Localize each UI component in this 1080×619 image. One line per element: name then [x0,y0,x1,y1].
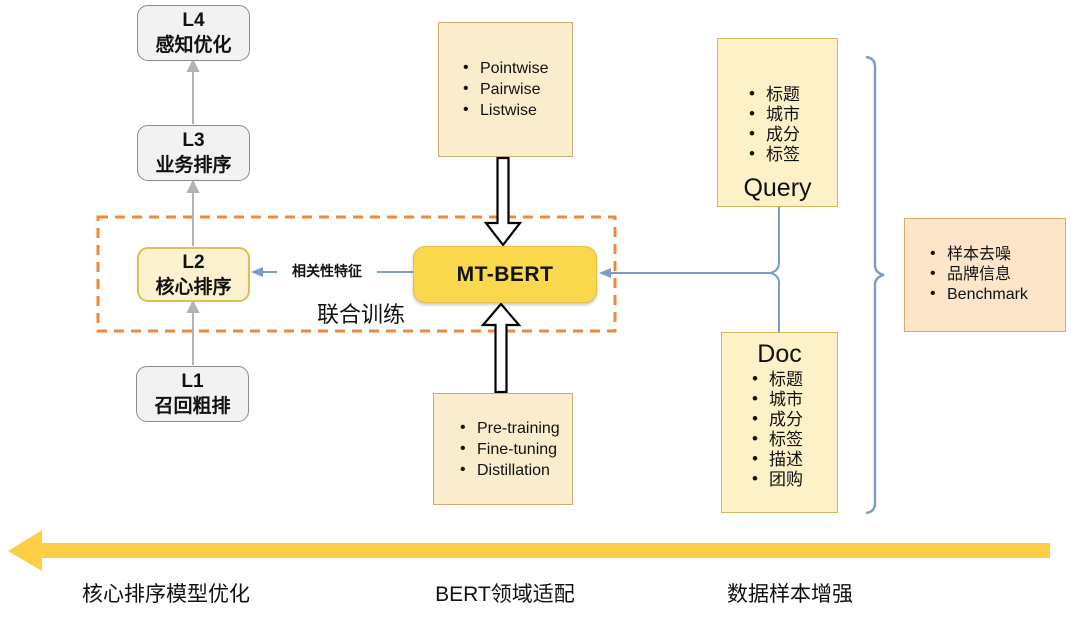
doc-fields-list: 标题 城市 成分 标签 描述 团购 [722,369,837,490]
list-item: Pointwise [463,57,548,79]
query-box: 标题 城市 成分 标签 Query [717,38,838,207]
losses-down-arrow-icon [483,156,523,247]
list-item: 标签 [752,429,837,450]
level-label: 感知优化 [155,35,232,56]
list-item: 标签 [749,144,837,165]
level-label: 召回粗排 [154,396,231,417]
data-augment-box: 样本去噪 品牌信息 Benchmark [904,218,1066,332]
axis-label-core-ranking: 核心排序模型优化 [82,583,250,606]
l2-l3-arrowhead-icon [186,179,200,193]
junction-arrowhead-icon [599,268,611,278]
augment-items-list: 样本去噪 品牌信息 Benchmark [905,244,1028,305]
level-box-l4: L4 感知优化 [137,5,250,61]
relevance-feature-label: 相关性特征 [277,262,377,281]
joint-training-label: 联合训练 [316,302,405,327]
list-item: Pre-training [460,417,560,439]
ranking-losses-box: Pointwise Pairwise Listwise [438,22,573,157]
l3-l4-arrowhead-icon [186,58,200,72]
training-steps-box: Pre-training Fine-tuning Distillation [433,393,573,505]
training-up-arrow-icon [480,302,522,394]
level-id: L2 [182,251,205,273]
list-item: Fine-tuning [460,438,560,460]
level-label: 业务排序 [155,155,232,176]
list-item: 城市 [749,104,837,125]
grouping-brace-icon [865,55,885,515]
axis-label-data-augmentation: 数据样本增强 [727,583,853,606]
pipeline-up-arrows [186,58,200,365]
ranking-losses-list: Pointwise Pairwise Listwise [439,57,548,121]
relevance-arrowhead-icon [251,267,263,277]
mt-bert-label: MT-BERT [456,262,554,286]
list-item: 样本去噪 [930,244,1028,265]
axis-label-bert-adaptation: BERT领域适配 [435,583,575,606]
level-box-l1: L1 召回粗排 [136,366,249,422]
query-fields-list: 标题 城市 成分 标签 [718,84,837,165]
level-id: L3 [182,130,205,151]
list-item: 标题 [752,369,837,390]
junction-brace-path [769,207,780,332]
list-item: Listwise [463,99,548,121]
list-item: 成分 [749,124,837,145]
doc-title: Doc [757,340,802,368]
list-item: 成分 [752,409,837,430]
query-doc-junction [607,207,780,332]
list-item: 标题 [749,84,837,105]
level-id: L4 [182,10,205,31]
doc-box: Doc 标题 城市 成分 标签 描述 团购 [721,332,838,513]
list-item: 城市 [752,389,837,410]
list-item: Benchmark [930,284,1028,305]
list-item: 品牌信息 [930,264,1028,285]
list-item: Pairwise [463,78,548,100]
level-box-l3: L3 业务排序 [137,125,250,181]
level-label: 核心排序 [155,276,232,298]
list-item: 团购 [752,469,837,490]
list-item: Distillation [460,459,560,481]
level-box-l2: L2 核心排序 [137,247,250,302]
l1-l2-arrowhead-icon [186,299,200,313]
query-title: Query [743,174,812,202]
mt-bert-box: MT-BERT [413,246,597,303]
timeline-left-arrow-icon [8,530,1050,571]
training-steps-list: Pre-training Fine-tuning Distillation [434,417,560,481]
level-id: L1 [181,371,204,392]
list-item: 描述 [752,449,837,470]
